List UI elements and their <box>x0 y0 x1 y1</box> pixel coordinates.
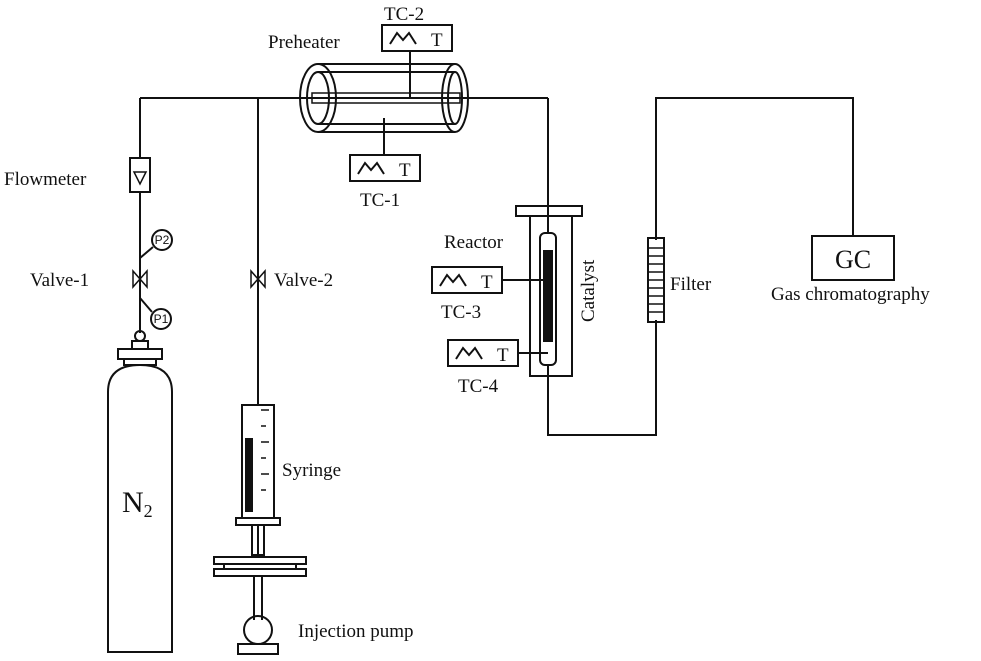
syringe-liquid <box>245 438 253 512</box>
tc-1-box: T <box>349 154 421 182</box>
tc-1-waveform-icon <box>357 161 385 175</box>
gas-chromatography-label: Gas chromatography <box>771 284 930 305</box>
valve-2-label: Valve-2 <box>274 270 333 291</box>
tc-1-symbol: T <box>399 160 411 181</box>
reactor-label: Reactor <box>444 232 504 253</box>
tc-4-label: TC-4 <box>458 376 499 397</box>
tc-3-box: T <box>431 266 503 294</box>
flowmeter-label: Flowmeter <box>4 169 87 190</box>
tc-1-label: TC-1 <box>360 190 400 211</box>
reactor-to-filter-line <box>547 320 657 436</box>
injection-pump <box>213 556 307 655</box>
filter-label: Filter <box>670 274 712 295</box>
tc-3-label: TC-3 <box>441 302 481 323</box>
gc-label: GC <box>835 245 871 274</box>
injection-pump-label: Injection pump <box>298 621 414 642</box>
tc-2-waveform-icon <box>389 31 417 45</box>
pressure-gauge-p1 <box>139 297 172 330</box>
tc-4-box: T <box>447 339 519 367</box>
gc-box <box>811 235 895 281</box>
filter-to-gc-line <box>655 97 854 240</box>
pressure-gauge-p2 <box>139 229 173 259</box>
catalyst-label: Catalyst <box>578 259 599 322</box>
valve-1-label: Valve-1 <box>30 270 89 291</box>
preheater <box>299 63 469 133</box>
tc-3-symbol: T <box>481 272 493 293</box>
tc-4-waveform-icon <box>455 346 483 360</box>
valve-1 <box>132 269 148 289</box>
valve-2 <box>250 269 266 289</box>
tc-2-label: TC-2 <box>384 4 424 25</box>
n2-label: N2 <box>122 486 153 521</box>
tc-4-symbol: T <box>497 345 509 366</box>
flowmeter <box>129 157 151 193</box>
tc-3-waveform-icon <box>439 273 467 287</box>
n2-cylinder <box>107 330 173 653</box>
catalyst-bed <box>543 250 553 342</box>
p2-label: P2 <box>155 233 170 247</box>
tc-2-symbol: T <box>431 30 443 51</box>
preheater-label: Preheater <box>268 32 340 53</box>
p1-label: P1 <box>154 312 169 326</box>
syringe <box>235 404 281 556</box>
reactor <box>515 205 583 377</box>
tc-2-box: T <box>381 24 453 52</box>
syringe-label: Syringe <box>282 460 341 481</box>
filter <box>647 237 665 323</box>
